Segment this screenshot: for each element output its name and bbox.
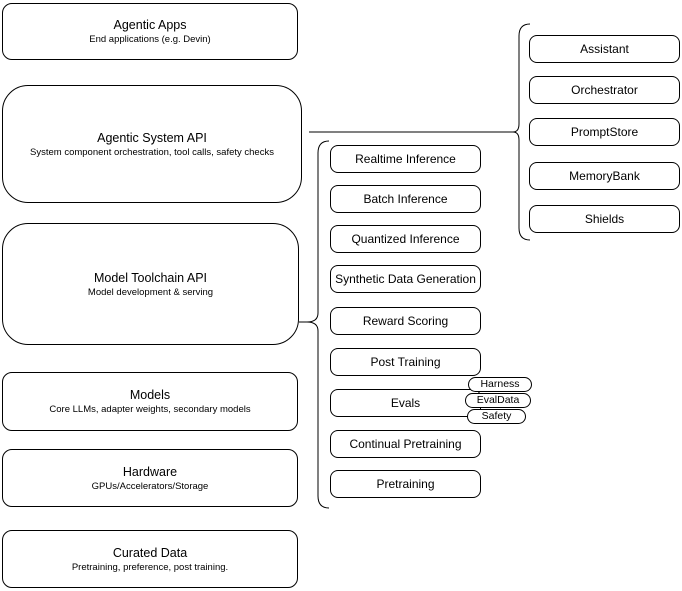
node-label: Synthetic Data Generation [335,272,476,286]
node-title: Hardware [122,464,178,479]
node-reward-scoring: Reward Scoring [330,307,481,335]
node-memorybank: MemoryBank [529,162,680,190]
node-promptstore: PromptStore [529,118,680,146]
tag-label: Safety [481,410,512,422]
node-label: MemoryBank [569,169,640,183]
node-label: Assistant [580,42,629,56]
node-model-toolchain-api: Model Toolchain API Model development & … [2,223,299,345]
node-label: PromptStore [570,125,639,139]
node-orchestrator: Orchestrator [529,76,680,104]
right-brace [512,23,531,241]
node-label: Batch Inference [363,192,448,206]
node-batch-inference: Batch Inference [330,185,481,213]
node-title: Agentic Apps [113,18,187,32]
tag-label: EvalData [476,394,520,406]
node-continual-pretraining: Continual Pretraining [330,430,481,458]
node-label: Realtime Inference [355,152,456,166]
tag-harness: Harness [468,377,532,392]
node-subtitle: End applications (e.g. Devin) [89,34,211,45]
node-label: Continual Pretraining [349,437,462,451]
node-pretraining: Pretraining [330,470,481,498]
node-subtitle: System component orchestration, tool cal… [30,146,274,158]
node-synthetic-data-generation: Synthetic Data Generation [330,265,481,293]
node-shields: Shields [529,205,680,233]
node-title: Model Toolchain API [93,270,208,285]
node-title: Agentic System API [97,130,207,145]
node-label: Evals [390,396,421,410]
node-subtitle: Model development & serving [87,286,214,298]
node-agentic-apps: Agentic Apps End applications (e.g. Devi… [2,3,298,60]
node-label: Orchestrator [571,83,638,97]
node-post-training: Post Training [330,348,481,376]
tag-label: Harness [480,378,520,390]
node-hardware: Hardware GPUs/Accelerators/Storage [2,449,298,507]
node-label: Shields [584,212,625,226]
node-label: Reward Scoring [362,314,449,328]
node-subtitle: GPUs/Accelerators/Storage [91,480,209,492]
tag-evaldata: EvalData [465,393,531,408]
node-realtime-inference: Realtime Inference [330,145,481,173]
node-label: Quantized Inference [351,232,460,246]
node-subtitle: Core LLMs, adapter weights, secondary mo… [49,404,251,415]
node-label: Pretraining [376,477,435,491]
tag-safety: Safety [467,409,526,424]
node-curated-data: Curated Data Pretraining, preference, po… [2,530,298,588]
node-label: Post Training [370,355,441,369]
node-assistant: Assistant [529,35,680,63]
node-agentic-system-api: Agentic System API System component orch… [2,85,302,203]
middle-brace [306,140,330,509]
node-models: Models Core LLMs, adapter weights, secon… [2,372,298,431]
node-title: Models [129,388,171,402]
node-subtitle: Pretraining, preference, post training. [71,561,229,573]
node-quantized-inference: Quantized Inference [330,225,481,253]
node-title: Curated Data [112,545,188,560]
node-evals: Evals [330,389,481,417]
